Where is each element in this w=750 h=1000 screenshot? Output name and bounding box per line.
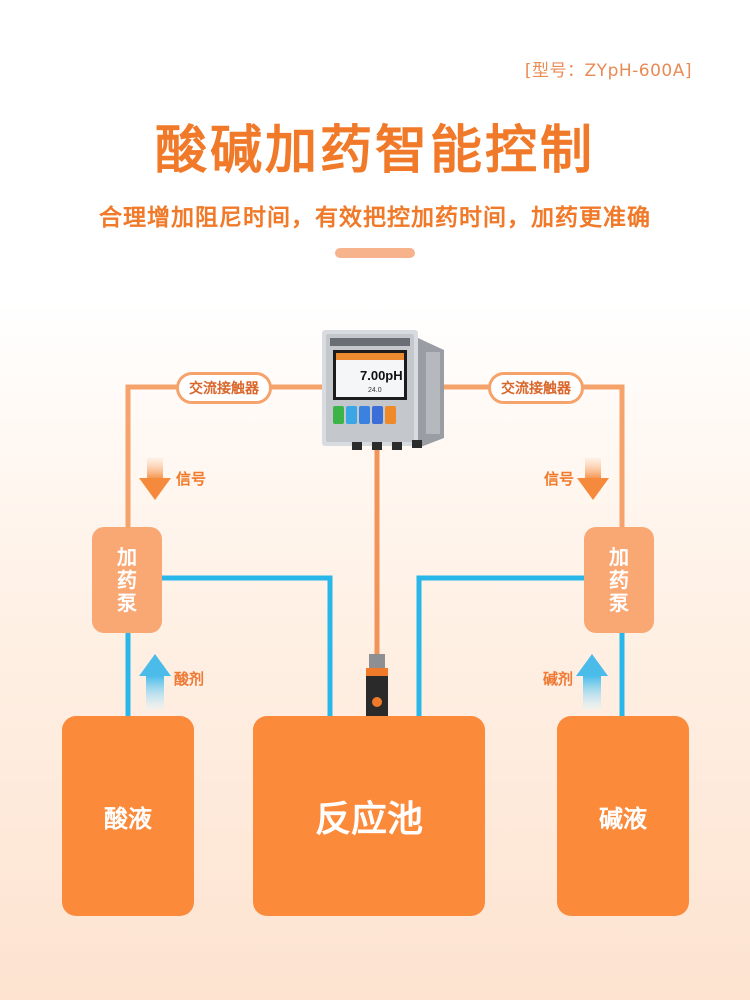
dosing-pump-right: 加 药 泵 [584, 527, 654, 633]
signal-arrow-left-icon [139, 458, 171, 500]
reaction-tank-label: 反应池 [314, 799, 423, 840]
device-button-blue-3 [372, 406, 383, 424]
contactor-label-right: 交流接触器 [488, 372, 584, 404]
pump-left-char-3: 泵 [117, 590, 137, 615]
device-screen-value: 7.00pH [360, 368, 403, 383]
base-tank-label: 碱液 [599, 804, 647, 833]
model-number: [型号：ZYpH-600A] [524, 61, 692, 81]
signal-label-right: 信号 [544, 470, 575, 488]
page-title: 酸碱加药智能控制 [154, 121, 595, 181]
contactor-label-left: 交流接触器 [176, 372, 272, 404]
acid-agent-label: 酸剂 [174, 670, 205, 688]
base-tank: 碱液 [557, 716, 689, 916]
device-button-orange [385, 406, 396, 424]
title-divider [335, 248, 415, 258]
device-screen-temp: 24.0 [368, 387, 382, 394]
base-agent-label: 碱剂 [543, 670, 574, 688]
device-button-blue-2 [359, 406, 370, 424]
ph-controller-device [322, 330, 444, 450]
acid-tank-label: 酸液 [104, 804, 152, 833]
signal-wire-right [440, 384, 625, 528]
acid-tank: 酸液 [62, 716, 194, 916]
signal-arrow-right-icon [577, 458, 609, 500]
acid-arrow-up-icon [139, 654, 171, 710]
reaction-tank: 反应池 [253, 716, 485, 916]
pipe-pump-right-to-reaction [416, 575, 585, 718]
pump-left-char-2: 药 [117, 567, 137, 592]
device-button-green [333, 406, 344, 424]
pump-right-char-1: 加 [609, 544, 629, 569]
pump-left-char-1: 加 [117, 544, 137, 569]
signal-wire-left [125, 384, 325, 528]
pump-right-char-2: 药 [609, 567, 629, 592]
dosing-pump-left: 加 药 泵 [92, 527, 162, 633]
pipe-pump-left-to-reaction [162, 575, 333, 718]
device-button-blue-1 [346, 406, 357, 424]
base-arrow-up-icon [576, 654, 608, 710]
signal-label-left: 信号 [176, 470, 207, 488]
page-subtitle: 合理增加阻尼时间，有效把控加药时间，加药更准确 [99, 205, 651, 231]
pump-right-char-3: 泵 [609, 590, 629, 615]
